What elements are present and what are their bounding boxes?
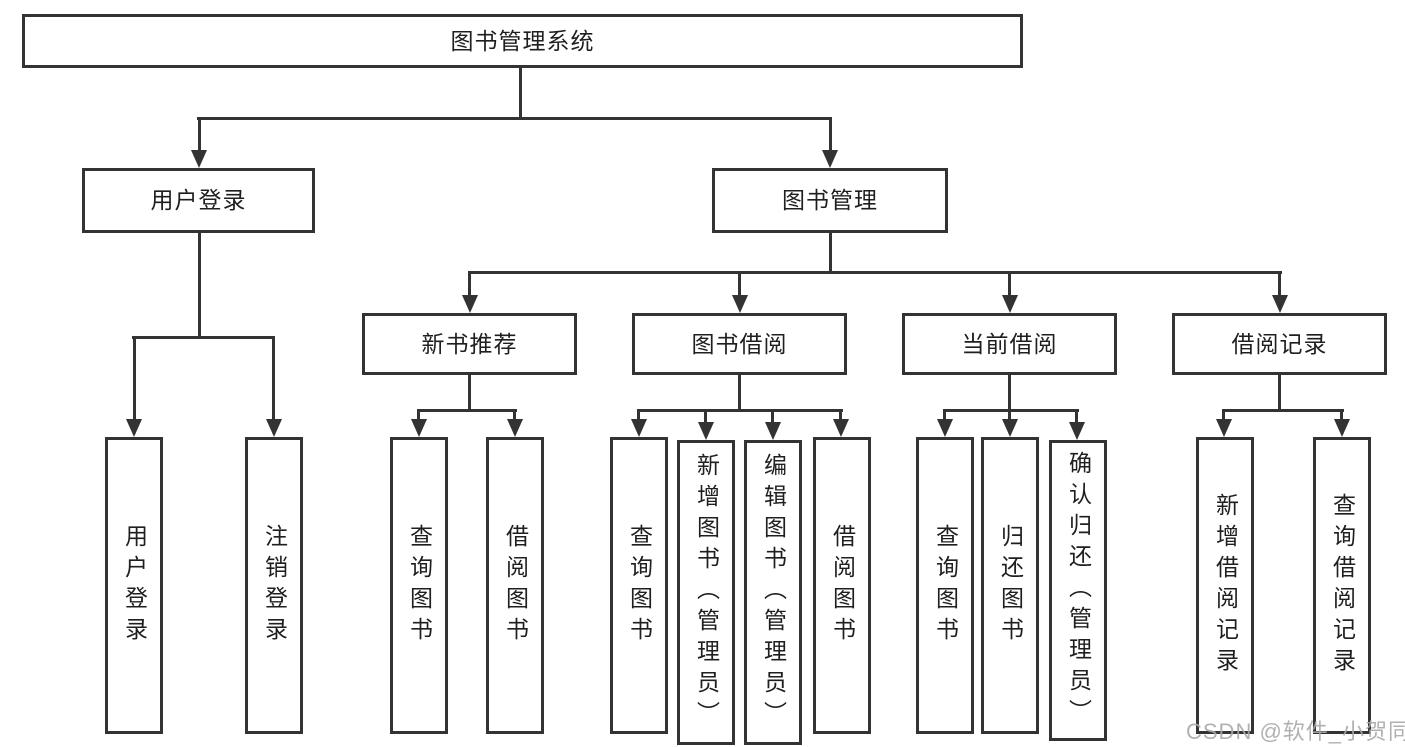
node-current-borrow-label: 当前借阅 [961, 330, 1058, 357]
connector-line [1075, 409, 1078, 424]
connector-line [519, 68, 522, 120]
connector-line [839, 409, 842, 421]
node-book-management-label: 图书管理 [782, 187, 878, 213]
arrowhead-icon [1216, 419, 1232, 437]
connector-line [771, 409, 774, 424]
leaf-nb-borrow-book-label: 借阅图书 [502, 523, 529, 648]
connector-line [704, 409, 707, 424]
connector-line [197, 117, 832, 120]
node-new-book-recommend-label: 新书推荐 [421, 330, 518, 357]
node-user-login-label: 用户登录 [150, 187, 247, 213]
node-book-management: 图书管理 [712, 168, 948, 233]
arrowhead-icon [732, 295, 748, 313]
leaf-br-add-record-label: 新增借阅记录 [1212, 492, 1239, 679]
connector-line [943, 409, 1079, 412]
leaf-bb-add-book-admin: 新增图书（管理员） [677, 440, 735, 745]
connector-line [417, 409, 420, 421]
connector-line [943, 409, 946, 421]
arrowhead-icon [1272, 295, 1288, 313]
connector-line [1008, 271, 1011, 296]
leaf-logout-label: 注销登录 [261, 523, 288, 648]
leaf-cb-confirm-return-admin: 确认归还（管理员） [1049, 440, 1107, 741]
csdn-watermark: CSDN @软件_小贺同学 [1186, 719, 1405, 744]
node-root-label: 图书管理系统 [450, 27, 595, 54]
connector-line [468, 375, 471, 411]
leaf-user-login: 用户登录 [105, 437, 163, 734]
connector-line [637, 409, 843, 412]
leaf-cb-return-book-label: 归还图书 [997, 523, 1024, 648]
arrowhead-icon [191, 150, 207, 168]
leaf-bb-query-book: 查询图书 [610, 437, 668, 734]
node-borrow-record: 借阅记录 [1172, 313, 1387, 375]
connector-line [468, 271, 1282, 274]
connector-line [1222, 409, 1225, 421]
node-borrow-record-label: 借阅记录 [1231, 330, 1328, 357]
leaf-bb-edit-book-admin: 编辑图书（管理员） [744, 440, 802, 745]
leaf-br-query-record-label: 查询借阅记录 [1329, 492, 1356, 679]
arrowhead-icon [462, 295, 478, 313]
arrowhead-icon [765, 422, 781, 440]
connector-line [829, 233, 832, 274]
arrowhead-icon [698, 422, 714, 440]
node-user-login: 用户登录 [82, 168, 315, 233]
leaf-br-query-record: 查询借阅记录 [1313, 437, 1371, 734]
node-book-borrow-label: 图书借阅 [691, 330, 788, 357]
node-root: 图书管理系统 [22, 14, 1023, 68]
node-new-book-recommend: 新书推荐 [362, 313, 577, 375]
leaf-logout: 注销登录 [245, 437, 303, 734]
connector-line [132, 336, 275, 339]
connector-line [133, 336, 136, 420]
connector-line [829, 117, 832, 152]
connector-line [1008, 375, 1011, 411]
leaf-nb-query-book-label: 查询图书 [406, 523, 433, 648]
leaf-bb-add-book-admin-label: 新增图书（管理员） [693, 453, 720, 732]
leaf-cb-query-book: 查询图书 [916, 437, 974, 734]
connector-line [198, 233, 201, 338]
connector-line [738, 271, 741, 296]
arrowhead-icon [1069, 422, 1085, 440]
connector-line [513, 409, 516, 421]
arrowhead-icon [833, 419, 849, 437]
arrowhead-icon [1334, 419, 1350, 437]
arrowhead-icon [411, 419, 427, 437]
arrowhead-icon [822, 150, 838, 168]
node-current-borrow: 当前借阅 [902, 313, 1117, 375]
connector-line [1278, 375, 1281, 411]
leaf-bb-borrow-book: 借阅图书 [813, 437, 871, 734]
leaf-user-login-label: 用户登录 [121, 523, 148, 648]
connector-line [637, 409, 640, 421]
connector-line [417, 409, 517, 412]
connector-line [198, 117, 201, 152]
connector-line [272, 336, 275, 420]
leaf-cb-confirm-return-admin-label: 确认归还（管理员） [1065, 451, 1092, 730]
node-book-borrow: 图书借阅 [632, 313, 847, 375]
leaf-nb-borrow-book: 借阅图书 [486, 437, 544, 734]
leaf-cb-return-book: 归还图书 [981, 437, 1039, 734]
arrowhead-icon [1002, 295, 1018, 313]
leaf-br-add-record: 新增借阅记录 [1196, 437, 1254, 734]
leaf-cb-query-book-label: 查询图书 [932, 523, 959, 648]
connector-line [1222, 409, 1344, 412]
leaf-bb-query-book-label: 查询图书 [626, 523, 653, 648]
leaf-bb-edit-book-admin-label: 编辑图书（管理员） [760, 453, 787, 732]
arrowhead-icon [507, 419, 523, 437]
arrowhead-icon [266, 419, 282, 437]
connector-line [1278, 271, 1281, 296]
arrowhead-icon [1002, 419, 1018, 437]
leaf-nb-query-book: 查询图书 [390, 437, 448, 734]
leaf-bb-borrow-book-label: 借阅图书 [829, 523, 856, 648]
connector-line [1340, 409, 1343, 421]
arrowhead-icon [937, 419, 953, 437]
connector-line [738, 375, 741, 411]
arrowhead-icon [631, 419, 647, 437]
connector-line [1008, 409, 1011, 421]
arrowhead-icon [126, 419, 142, 437]
connector-line [468, 271, 471, 296]
